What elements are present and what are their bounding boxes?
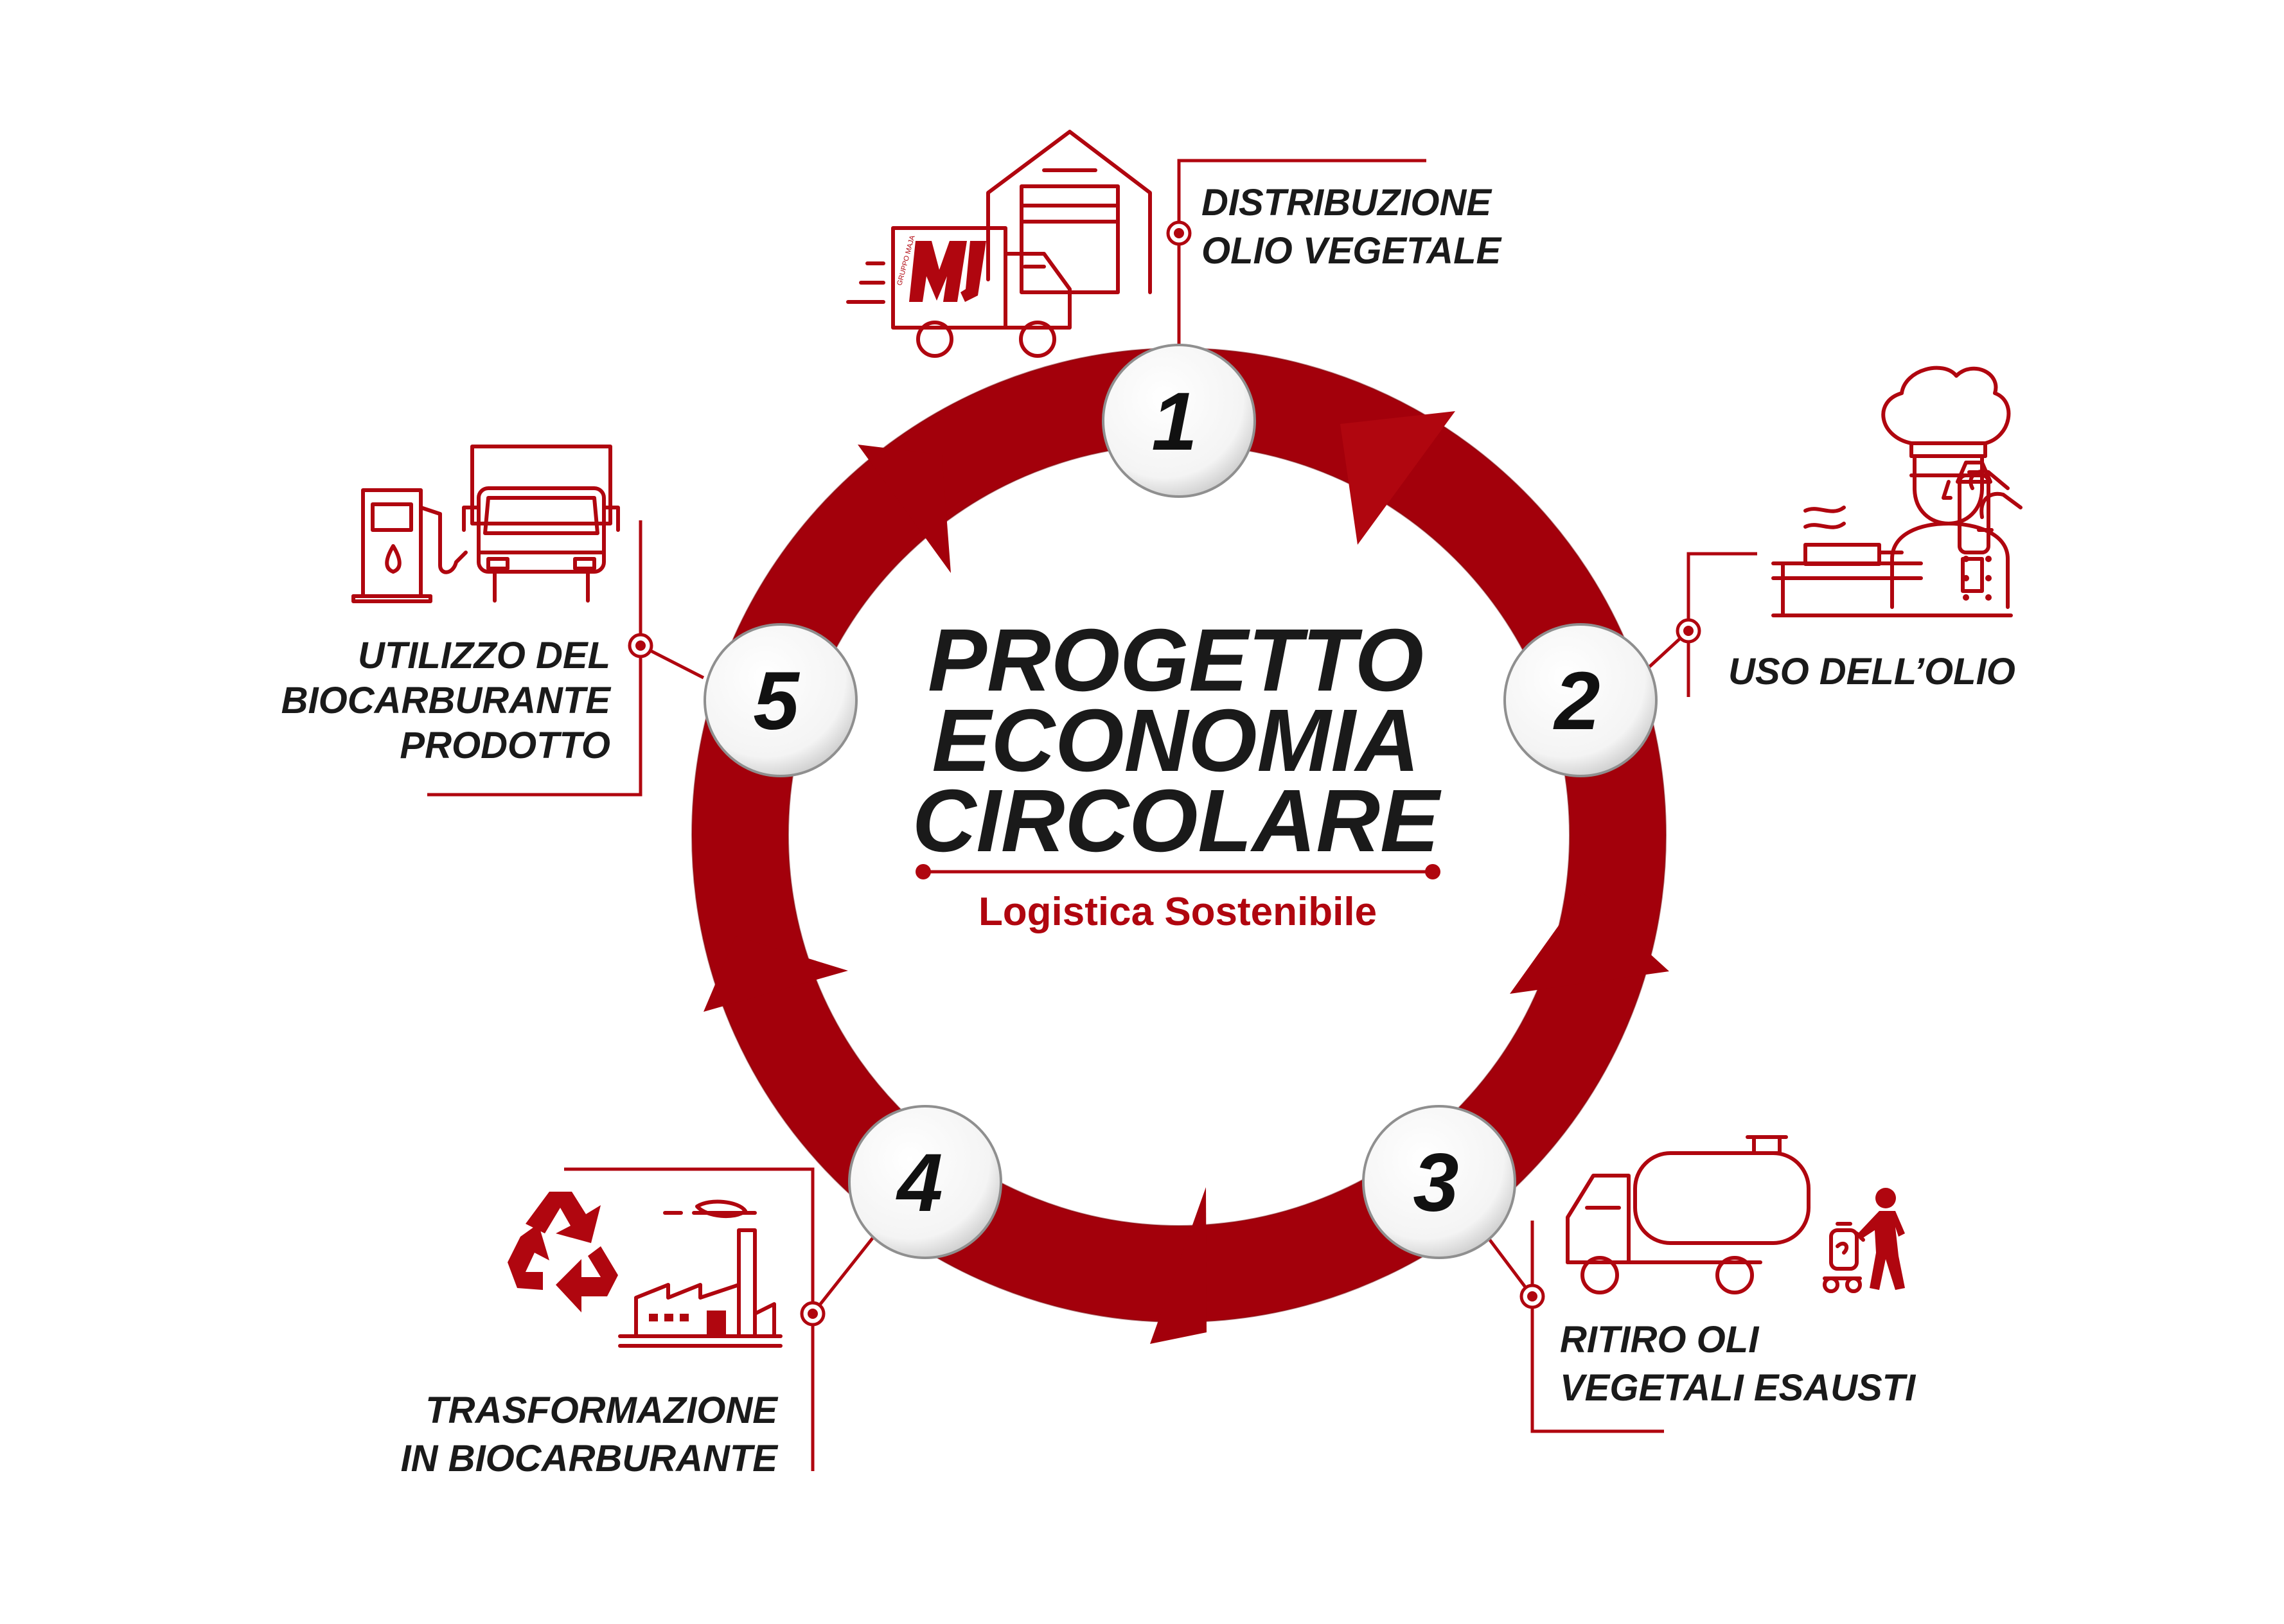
label-step-1-line-1: DISTRIBUZIONE	[1201, 182, 1492, 224]
ring-arrowhead	[1510, 892, 1669, 994]
step-disc-4: 4	[848, 1105, 1002, 1259]
tanker-truck-icon	[1566, 1135, 1905, 1294]
step-number-5: 5	[753, 655, 800, 747]
label-step-2-line-1: USO DELL’OLIO	[1728, 651, 2015, 693]
title-line-1: PROGETTO	[928, 611, 1424, 710]
truck-warehouse-icon: GRUPPO MAJA	[846, 130, 1152, 358]
recycle-factory-icon	[508, 1192, 783, 1348]
label-step-3-line-1: RITIRO OLI	[1560, 1319, 1760, 1361]
connector-step-2	[1647, 552, 1757, 669]
step-number-2: 2	[1553, 655, 1600, 747]
step-disc-2: 2	[1503, 623, 1658, 777]
step-disc-3: 3	[1362, 1105, 1516, 1259]
center-title: PROGETTO ECONOMIA CIRCOLARE Logistica So…	[912, 611, 1442, 934]
step-number-1: 1	[1151, 376, 1197, 468]
step-disc-1: 1	[1102, 344, 1256, 498]
label-step-5-line-3: PRODOTTO	[400, 725, 610, 766]
label-step-5-line-2: BIOCARBURANTE	[281, 680, 612, 721]
connector-nodes	[628, 220, 1701, 1327]
ring-arrowhead	[704, 936, 848, 1012]
step-disc-5: 5	[704, 623, 858, 777]
chef-kitchen-icon	[1771, 366, 2023, 617]
ring-arrowhead	[858, 445, 951, 573]
connector-step-4	[564, 1167, 875, 1319]
connector-step-5	[639, 520, 705, 680]
ring-arrowhead	[1340, 411, 1455, 545]
node-step-2	[1676, 618, 1701, 644]
title-line-3: CIRCOLARE	[912, 772, 1442, 870]
label-step-4-line-1: TRASFORMAZIONE	[425, 1390, 779, 1431]
node-step-3	[1519, 1284, 1545, 1309]
node-step-5	[628, 633, 653, 658]
divider-dot-right	[1425, 864, 1440, 879]
label-step-5-line-1: UTILIZZO DEL	[358, 635, 610, 676]
label-step-1-line-2: OLIO VEGETALE	[1201, 230, 1502, 272]
title-line-2: ECONOMIA	[932, 691, 1420, 790]
connector-step-1	[1177, 159, 1426, 347]
step-discs: 1 2 3 4 5	[704, 344, 1658, 1259]
fuel-pump-truck-icon	[351, 445, 620, 603]
step-labels: DISTRIBUZIONE OLIO VEGETALE USO DELL’OLI…	[281, 182, 2015, 1479]
ring-arrows	[704, 411, 1669, 1344]
step-number-4: 4	[895, 1137, 943, 1229]
divider-dot-left	[916, 864, 931, 879]
label-step-3-line-2: VEGETALI ESAUSTI	[1560, 1367, 1917, 1409]
node-step-1	[1166, 220, 1192, 246]
ring-arrowhead	[1150, 1187, 1207, 1344]
label-step-4-line-2: IN BIOCARBURANTE	[401, 1438, 779, 1479]
node-step-4	[800, 1301, 826, 1327]
subtitle: Logistica Sostenibile	[978, 890, 1377, 934]
connector-step-5b	[427, 646, 642, 797]
connector-step-3b	[1530, 1296, 1664, 1433]
step-number-3: 3	[1413, 1137, 1458, 1229]
